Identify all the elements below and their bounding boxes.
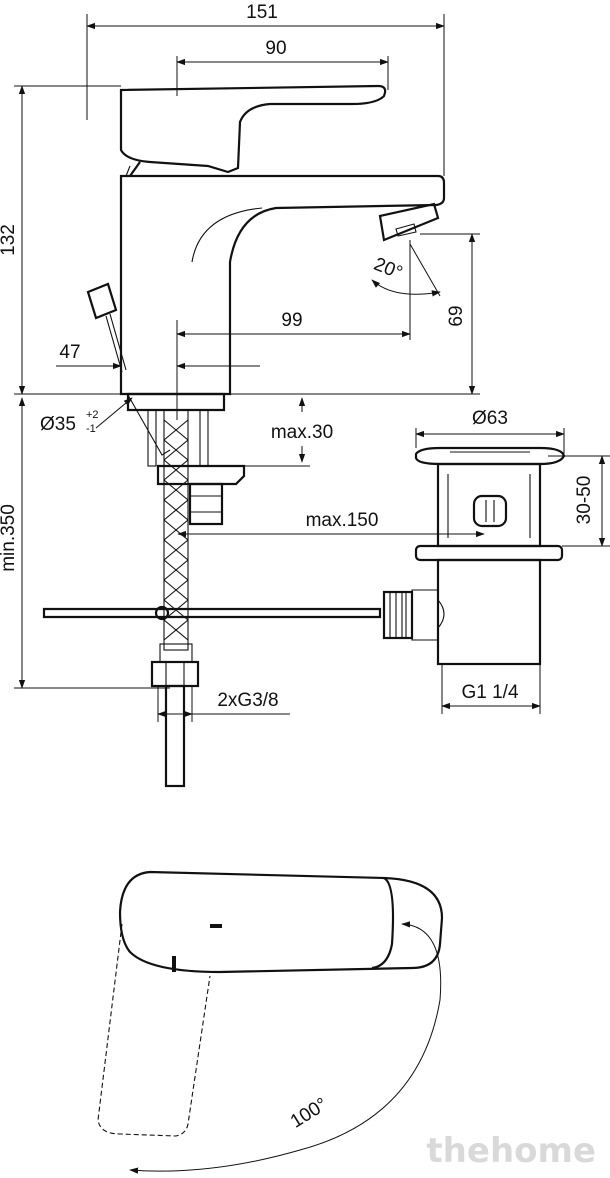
dim-rotation-angle: 100° — [287, 1094, 331, 1133]
dim-max-thickness: max.30 — [271, 422, 333, 443]
dim-spout-angle: 20° — [371, 254, 406, 284]
dim-waste-range: 30-50 — [574, 476, 595, 525]
dim-base-tol-minus: -1 — [86, 423, 96, 435]
dim-spout-reach: 99 — [281, 310, 302, 331]
dim-height: 132 — [0, 224, 19, 256]
dimension-lines — [14, 14, 610, 722]
dim-min-length: min.350 — [0, 504, 19, 572]
waste-assembly — [382, 446, 566, 666]
dim-handle-width: 90 — [265, 38, 286, 59]
dim-base-tol-plus: +2 — [86, 409, 99, 421]
dim-base-diameter: Ø35 — [40, 414, 76, 435]
dim-body-offset: 47 — [59, 342, 80, 363]
watermark: thehome — [426, 1131, 596, 1171]
dim-hose-thread: 2xG3/8 — [217, 690, 278, 711]
dim-waste-max: max.150 — [306, 510, 379, 531]
dim-waste-diameter: Ø63 — [472, 408, 508, 429]
dim-waste-thread: G1 1/4 — [461, 682, 518, 703]
faucet-top-view — [97, 870, 444, 1174]
supply-assembly — [147, 409, 246, 788]
dim-spout-height: 69 — [446, 305, 467, 326]
popup-linkage — [42, 394, 382, 621]
faucet-side-view — [86, 84, 446, 412]
dim-total-width: 151 — [246, 2, 278, 23]
